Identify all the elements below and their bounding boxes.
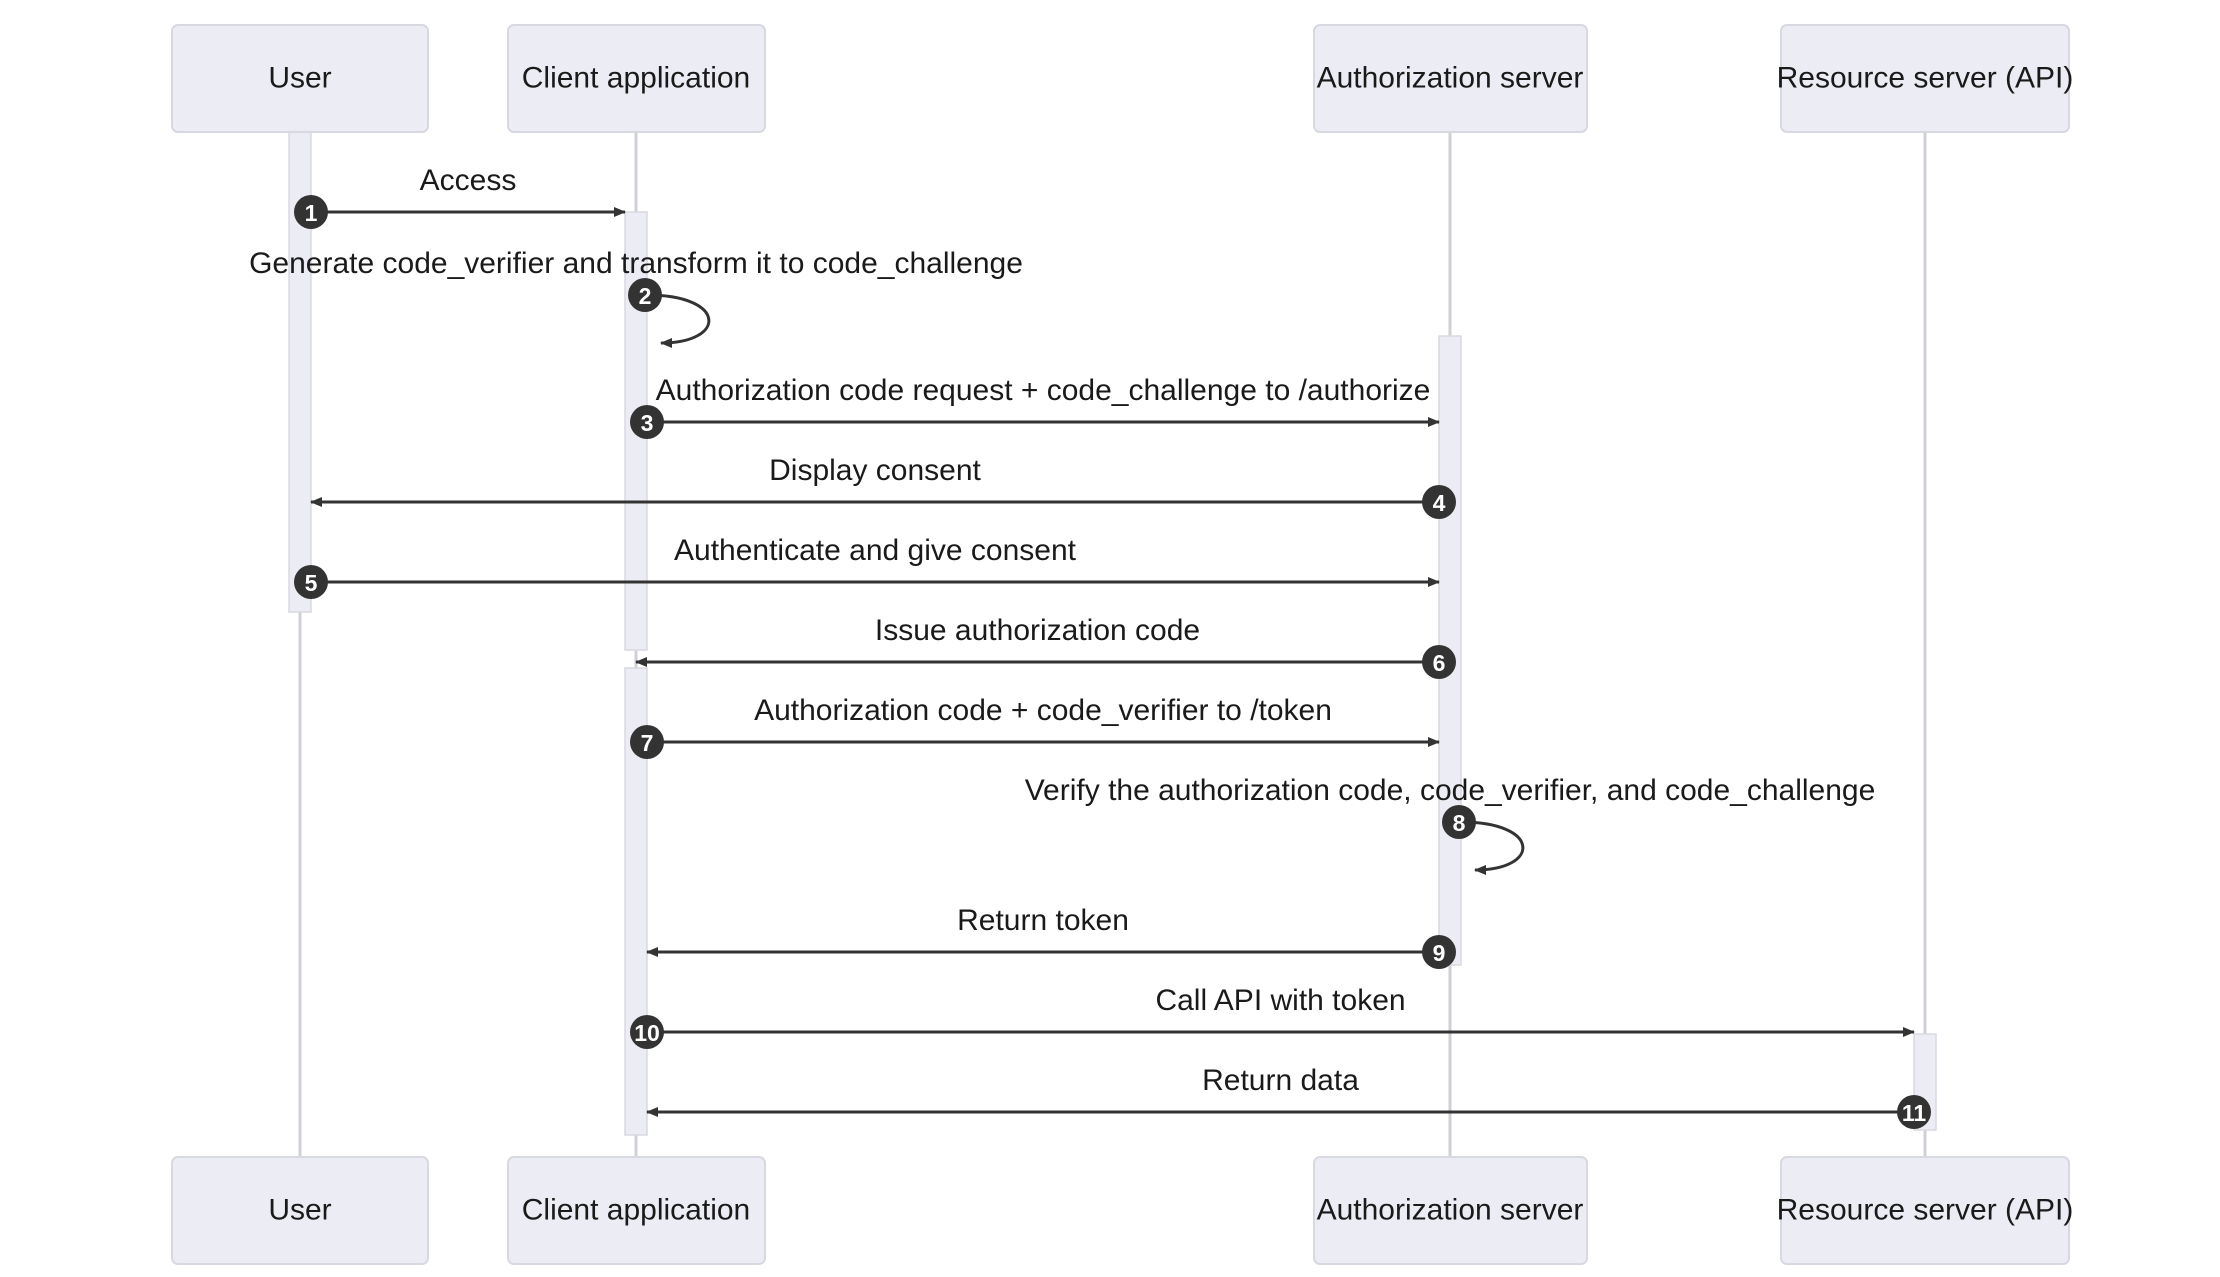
message-3[interactable]: Authorization code request + code_challe…	[630, 374, 1440, 439]
sequence-badge-1: 1	[294, 195, 328, 229]
sequence-badge-text-10: 10	[634, 1020, 660, 1046]
participant-box-authsrv[interactable]	[1313, 1156, 1588, 1265]
sequence-badge-5: 5	[294, 565, 328, 599]
participant-bottom-authsrv[interactable]: Authorization server	[1313, 1156, 1588, 1265]
message-5[interactable]: Authenticate and give consent 5	[294, 534, 1440, 599]
sequence-badge-6: 6	[1422, 645, 1456, 679]
participant-top-resource[interactable]: Resource server (API)	[1777, 24, 2074, 133]
sequence-badge-text-9: 9	[1433, 940, 1446, 966]
sequence-badge-text-2: 2	[639, 283, 652, 309]
sequence-badge-circle-1	[294, 195, 328, 229]
message-11[interactable]: Return data 11	[646, 1064, 1931, 1129]
sequence-badge-8: 8	[1442, 805, 1476, 839]
message-label-6: Issue authorization code	[875, 614, 1200, 647]
participant-label-user: User	[268, 61, 331, 94]
participant-box-user[interactable]	[171, 24, 429, 133]
participant-bottom-resource[interactable]: Resource server (API)	[1777, 1156, 2074, 1265]
message-label-8: Verify the authorization code, code_veri…	[1025, 774, 1876, 807]
participants-bottom: User Client application Authorization serv…	[171, 1156, 2074, 1265]
participant-box-user[interactable]	[171, 1156, 429, 1265]
message-7[interactable]: Authorization code + code_verifier to /t…	[630, 694, 1440, 759]
participant-top-authsrv[interactable]: Authorization server	[1313, 24, 1588, 133]
participant-label-user: User	[268, 1193, 331, 1226]
sequence-badge-7: 7	[630, 725, 664, 759]
participant-top-user[interactable]: User	[171, 24, 429, 133]
sequence-badge-text-4: 4	[1433, 490, 1446, 516]
sequence-badge-3: 3	[630, 405, 664, 439]
sequence-badge-circle-11	[1897, 1095, 1931, 1129]
message-label-3: Authorization code request + code_challe…	[656, 374, 1431, 407]
message-1[interactable]: Access 1	[294, 164, 626, 229]
message-label-7: Authorization code + code_verifier to /t…	[754, 694, 1332, 727]
sequence-badge-circle-8	[1442, 805, 1476, 839]
sequence-badge-text-6: 6	[1433, 650, 1446, 676]
sequence-badge-circle-7	[630, 725, 664, 759]
participant-label-client: Client application	[522, 1193, 750, 1226]
sequence-badge-11: 11	[1897, 1095, 1931, 1129]
sequence-badge-text-3: 3	[641, 410, 654, 436]
message-arrow-2	[646, 293, 711, 348]
sequence-badge-circle-2	[628, 278, 662, 312]
sequence-badge-circle-5	[294, 565, 328, 599]
participants-top: User Client application Authorization serv…	[171, 24, 2074, 133]
message-4[interactable]: Display consent 4	[310, 454, 1456, 519]
participant-label-client: Client application	[522, 61, 750, 94]
participant-label-resource: Resource server (API)	[1777, 1193, 2074, 1226]
message-10[interactable]: Call API with token 10	[630, 984, 1915, 1049]
sequence-badge-text-1: 1	[305, 200, 318, 226]
participant-box-client[interactable]	[507, 1156, 766, 1265]
sequence-badge-circle-6	[1422, 645, 1456, 679]
message-label-4: Display consent	[769, 454, 981, 487]
participant-box-authsrv[interactable]	[1313, 24, 1588, 133]
sequence-badge-circle-3	[630, 405, 664, 439]
participant-bottom-client[interactable]: Client application	[507, 1156, 766, 1265]
sequence-badge-10: 10	[630, 1015, 664, 1049]
participant-box-client[interactable]	[507, 24, 766, 133]
sequence-badge-circle-4	[1422, 485, 1456, 519]
sequence-badge-9: 9	[1422, 935, 1456, 969]
sequence-badge-text-8: 8	[1453, 810, 1466, 836]
participant-label-resource: Resource server (API)	[1777, 61, 2074, 94]
participant-label-authsrv: Authorization server	[1317, 1193, 1584, 1226]
participant-box-resource[interactable]	[1780, 24, 2070, 133]
sequence-badge-text-5: 5	[305, 570, 318, 596]
message-label-11: Return data	[1202, 1064, 1359, 1097]
message-8[interactable]: Verify the authorization code, code_veri…	[1025, 774, 1876, 875]
participant-box-resource[interactable]	[1780, 1156, 2070, 1265]
participant-bottom-user[interactable]: User	[171, 1156, 429, 1265]
message-label-1: Access	[420, 164, 517, 197]
message-arrow-8	[1460, 820, 1525, 875]
sequence-badge-circle-10	[630, 1015, 664, 1049]
sequence-badge-4: 4	[1422, 485, 1456, 519]
message-2[interactable]: Generate code_verifier and transform it …	[249, 247, 1023, 348]
message-label-10: Call API with token	[1155, 984, 1405, 1017]
participant-top-client[interactable]: Client application	[507, 24, 766, 133]
message-label-2: Generate code_verifier and transform it …	[249, 247, 1023, 280]
message-label-9: Return token	[957, 904, 1129, 937]
message-9[interactable]: Return token 9	[646, 904, 1456, 969]
message-6[interactable]: Issue authorization code 6	[635, 614, 1456, 679]
sequence-badge-circle-9	[1422, 935, 1456, 969]
participant-label-authsrv: Authorization server	[1317, 61, 1584, 94]
sequence-badge-text-7: 7	[641, 730, 654, 756]
sequence-badge-2: 2	[628, 278, 662, 312]
sequence-badge-text-11: 11	[1902, 1100, 1927, 1126]
message-label-5: Authenticate and give consent	[674, 534, 1077, 567]
